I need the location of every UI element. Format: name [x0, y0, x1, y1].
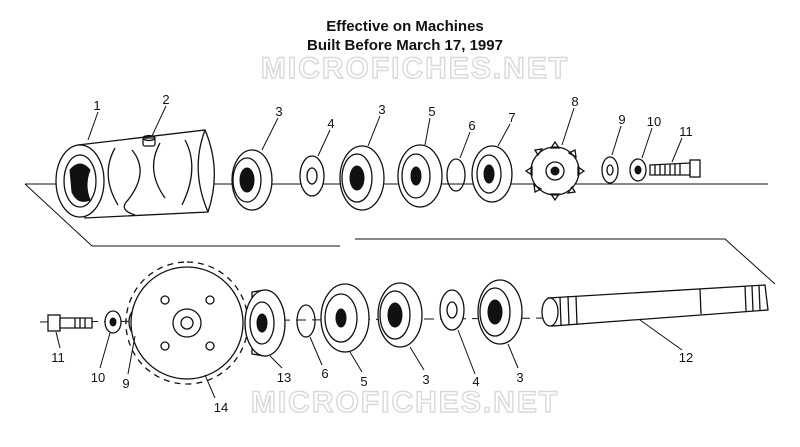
part-3-bearing-top-left: [231, 149, 273, 211]
part-8-small-sprocket: [524, 140, 586, 202]
callout-top-6: 6: [468, 118, 475, 133]
callout-top-7: 7: [508, 110, 515, 125]
part-3-bearing-bottom-right: [477, 279, 523, 345]
callout-bottom-4: 4: [472, 374, 479, 389]
callout-bottom-5: 5: [360, 374, 367, 389]
callout-top-3a: 3: [275, 104, 282, 119]
part-5-race-top: [397, 144, 443, 208]
callout-bottom-10: 10: [91, 370, 105, 385]
callout-bottom-3b: 3: [516, 370, 523, 385]
callout-top-4: 4: [327, 116, 334, 131]
part-11-bolt-bottom: [47, 314, 93, 332]
part-4-washer-bottom: [439, 289, 465, 331]
callout-bottom-6: 6: [321, 366, 328, 381]
callout-bottom-9: 9: [122, 376, 129, 391]
callout-top-9: 9: [618, 112, 625, 127]
callout-top-8: 8: [571, 94, 578, 109]
callout-top-11: 11: [679, 124, 693, 139]
part-6-oring-bottom: [296, 304, 316, 338]
part-14-large-sprocket: [125, 261, 249, 385]
part-9-washer-top: [601, 156, 619, 184]
callout-top-3b: 3: [378, 102, 385, 117]
part-6-oring-top: [446, 158, 466, 192]
callout-bottom-13: 13: [277, 370, 291, 385]
callout-bottom-14: 14: [214, 400, 228, 415]
part-13-bushing: [244, 289, 286, 357]
part-11-bolt-top: [649, 159, 701, 178]
callout-bottom-3a: 3: [422, 372, 429, 387]
part-12-shaft: [541, 284, 769, 327]
callout-top-10: 10: [647, 114, 661, 129]
part-3-bearing-bottom-left: [377, 282, 423, 348]
callout-top-5: 5: [428, 104, 435, 119]
callout-labels: 1 2 3 4 3 5 6 7 8 9 10 11 11 10 9 14 13 …: [51, 92, 693, 415]
part-3-bearing-top-right: [339, 145, 385, 211]
part-7-bushing-top: [471, 145, 513, 203]
part-2-pin: [142, 134, 156, 147]
watermark-top: MICROFICHES.NET: [261, 52, 569, 85]
part-10-lock-washer-bottom: [104, 310, 122, 334]
callout-top-1: 1: [93, 98, 100, 113]
part-4-washer-top: [299, 155, 325, 197]
callout-bottom-12: 12: [679, 350, 693, 365]
part-5-race-bottom: [320, 283, 370, 353]
part-10-lock-washer-top: [629, 158, 647, 182]
callout-leaders: [55, 105, 683, 399]
part-1-shift-drum: [55, 129, 215, 219]
callout-bottom-11: 11: [51, 350, 65, 365]
diagram-title-line-1: Effective on Machines: [326, 18, 484, 35]
diagram-title-line-2: Built Before March 17, 1997: [307, 37, 503, 54]
callout-top-2: 2: [162, 92, 169, 107]
watermark-bottom: MICROFICHES.NET: [251, 386, 559, 419]
